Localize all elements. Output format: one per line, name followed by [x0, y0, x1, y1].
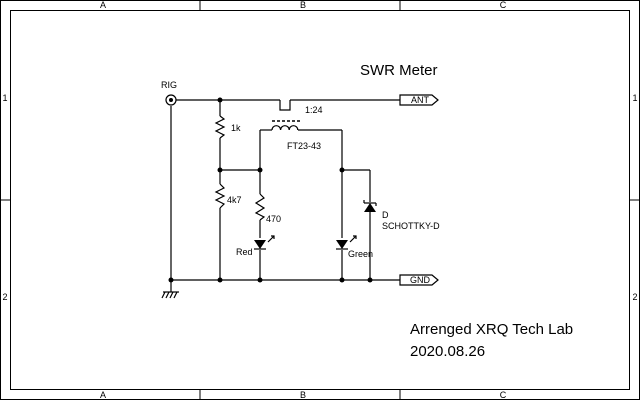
row-label-left-1: 1	[2, 93, 7, 103]
resistor-4k7-label: 4k7	[227, 195, 242, 205]
row-label-left-2: 2	[2, 292, 7, 302]
resistor-470-label: 470	[266, 214, 281, 224]
led-green: Green	[336, 235, 373, 259]
diagram-title: SWR Meter	[360, 62, 438, 79]
resistor-1k: 1k	[214, 115, 241, 139]
col-label-bottom-a: A	[100, 390, 106, 400]
resistor-4k7: 4k7	[214, 183, 242, 209]
resistor-1k-label: 1k	[231, 123, 241, 133]
transformer-ratio-label: 1:24	[305, 105, 323, 115]
wires	[170, 99, 400, 281]
schottky-diode: D SCHOTTKY-D	[363, 200, 440, 231]
gnd-label: GND	[410, 275, 431, 285]
row-label-right-2: 2	[632, 292, 637, 302]
rig-connector: RIG	[161, 80, 177, 106]
ground-symbol	[161, 280, 179, 299]
col-label-bottom-c: C	[500, 390, 507, 400]
diode-ref-label: D	[382, 210, 389, 220]
rig-label: RIG	[161, 80, 177, 90]
col-label-top-c: C	[500, 0, 507, 10]
toroid-transformer: 1:24 FT23-43	[271, 105, 323, 151]
led-red-label: Red	[236, 247, 253, 257]
credit-date: 2020.08.26	[410, 343, 485, 360]
col-label-bottom-b: B	[300, 390, 306, 400]
credit-author: Arrenged XRQ Tech Lab	[410, 321, 573, 338]
gnd-port: GND	[399, 274, 439, 286]
transformer-core-label: FT23-43	[287, 141, 321, 151]
ant-label: ANT	[411, 95, 430, 105]
col-label-top-a: A	[100, 0, 106, 10]
led-red: Red	[236, 235, 275, 257]
led-green-label: Green	[348, 249, 373, 259]
diode-type-label: SCHOTTKY-D	[382, 221, 440, 231]
resistor-470: 470	[254, 193, 281, 224]
row-label-right-1: 1	[632, 93, 637, 103]
ant-port: ANT	[399, 94, 439, 106]
junction-dots	[168, 97, 373, 283]
col-label-top-b: B	[300, 0, 306, 10]
